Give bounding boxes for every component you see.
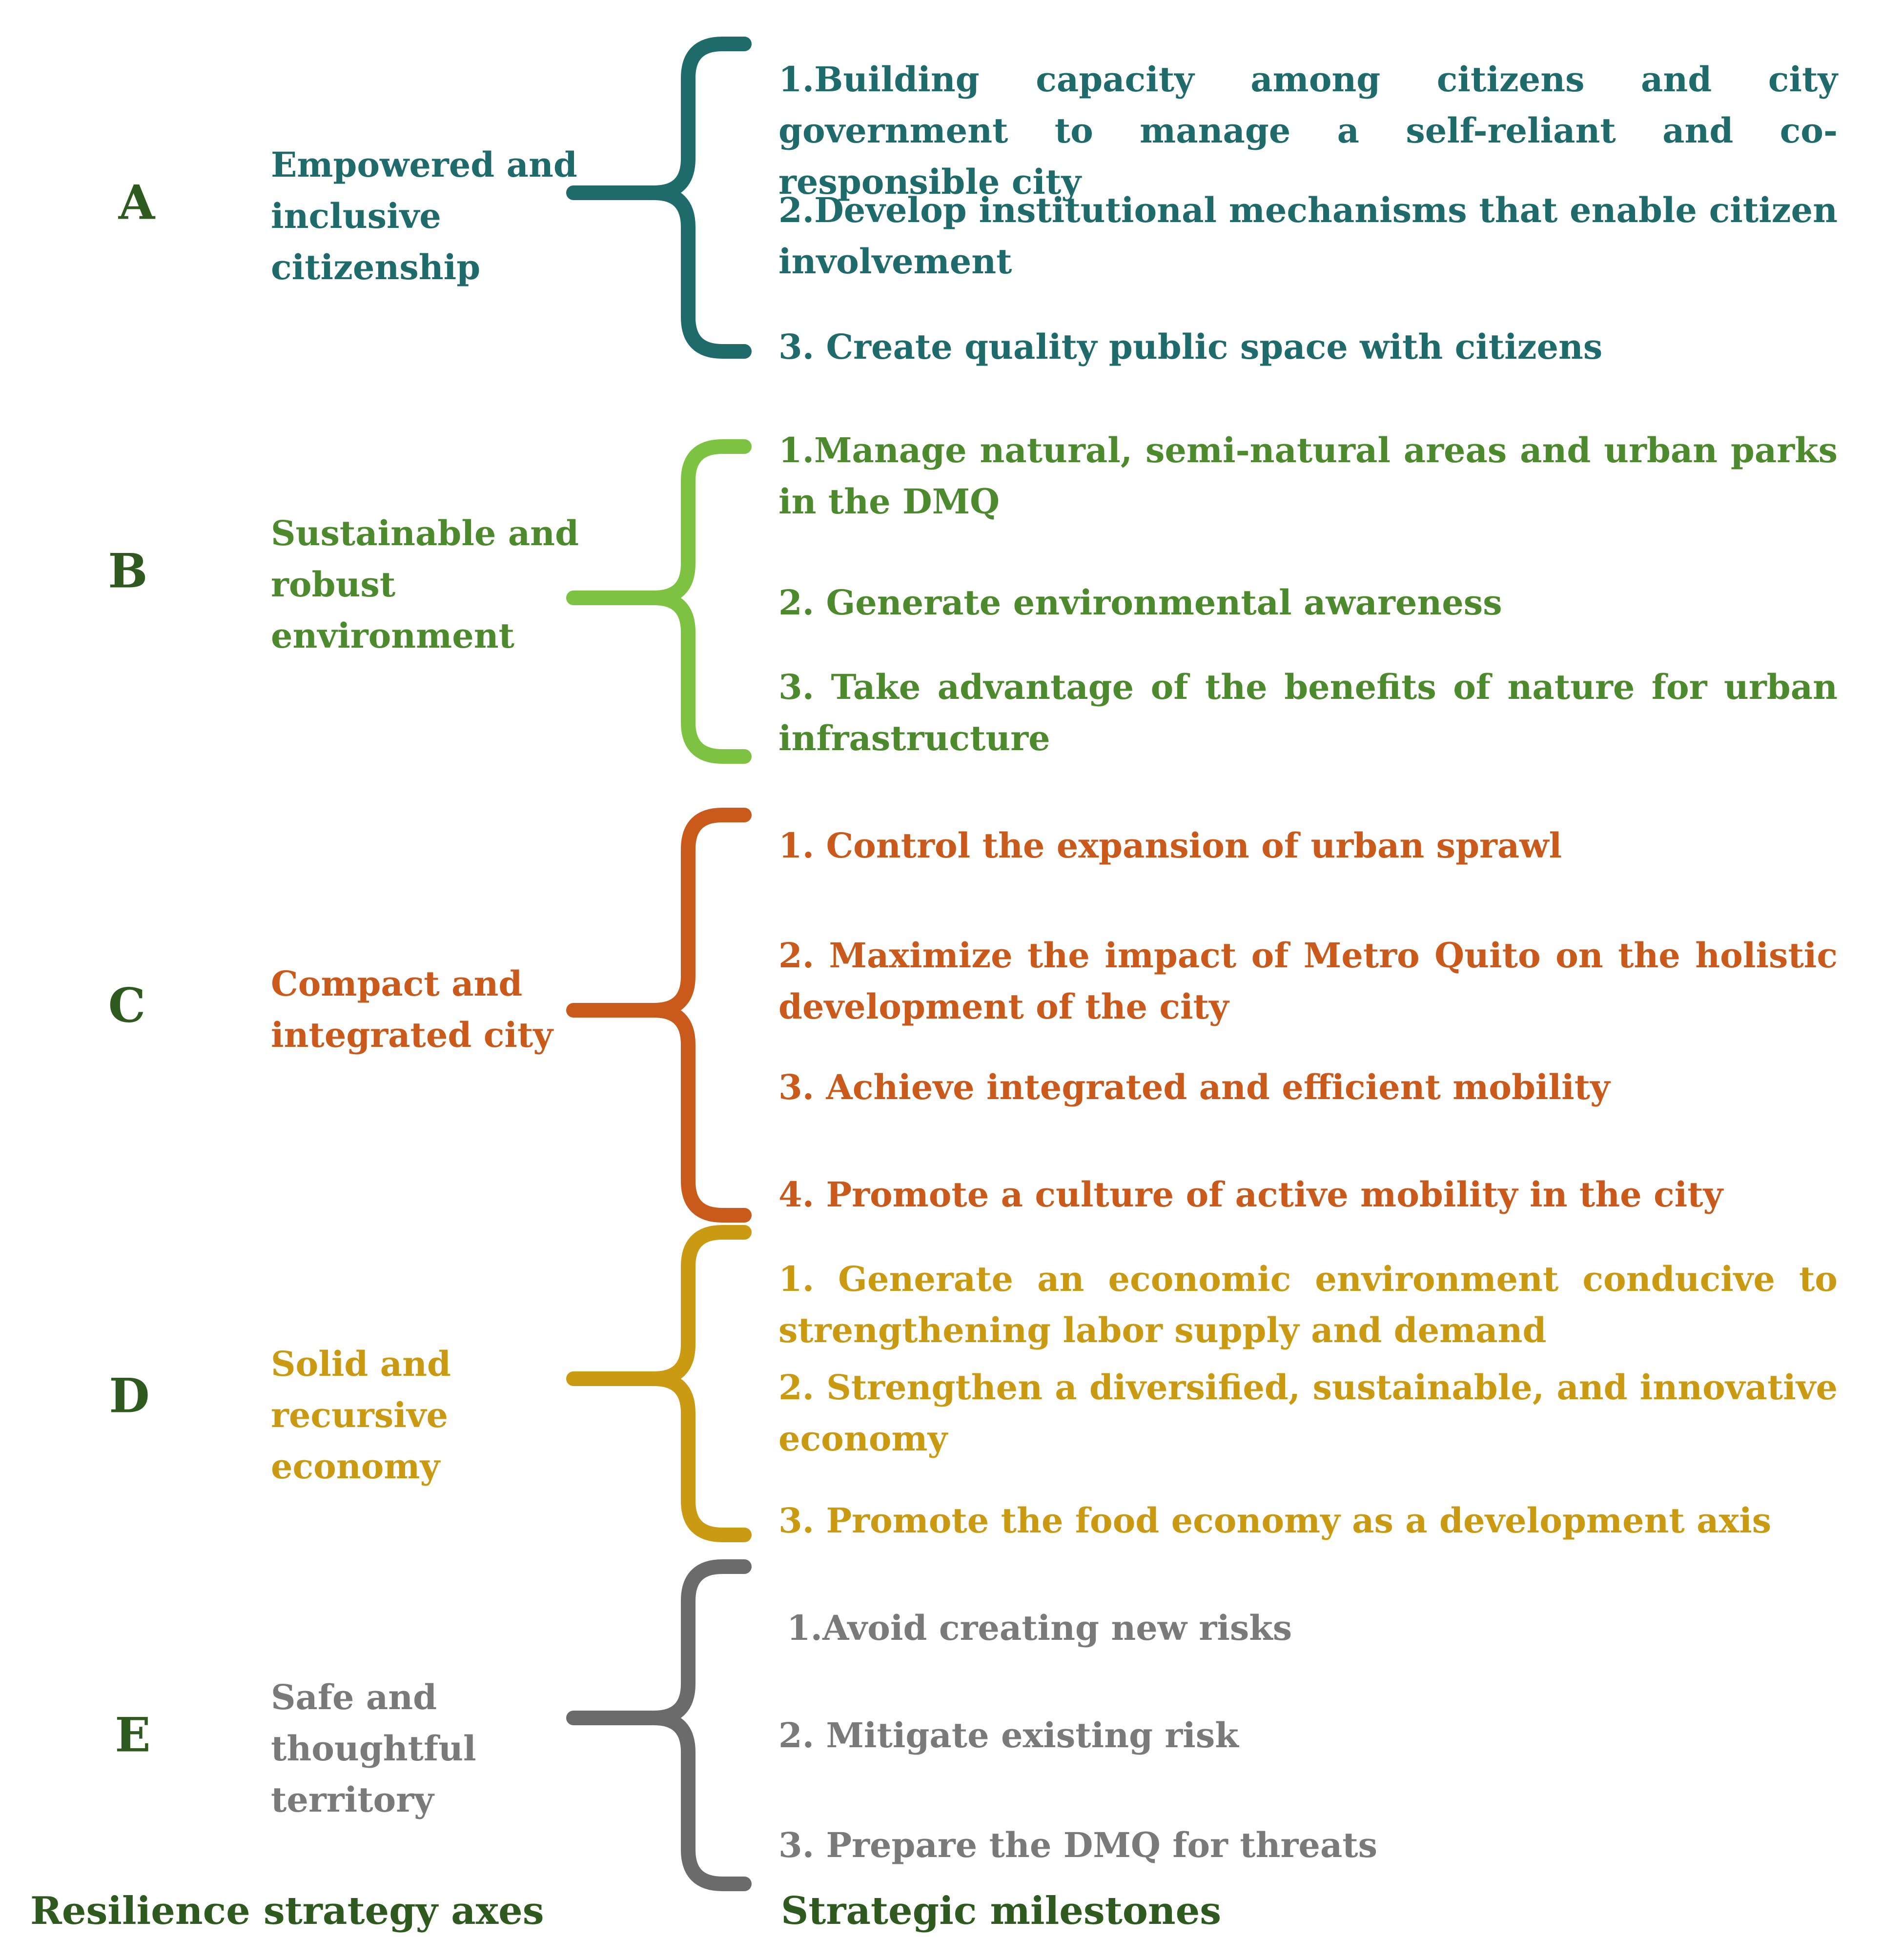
milestone-d-1: 1. Generate an economic environment cond… — [778, 1259, 1838, 1350]
axis-label-d: Solid and recursive economy — [271, 1344, 451, 1487]
milestone-b-2: 2. Generate environmental awareness — [778, 582, 1502, 623]
axis-label-b: Sustainable and robust environment — [271, 513, 579, 656]
axis-letter-c: C — [108, 978, 146, 1033]
footer-milestones-caption: Strategic milestones — [781, 1889, 1222, 1933]
brace-e — [566, 1559, 752, 1891]
milestone-c-4: 4. Promote a culture of active mobility … — [778, 1174, 1723, 1215]
milestone-e-3: 3. Prepare the DMQ for threats — [778, 1825, 1378, 1865]
axis-label-c: Compact and integrated city — [271, 963, 553, 1055]
milestone-d-3: 3. Promote the food economy as a develop… — [778, 1500, 1772, 1541]
milestone-c-2: 2. Maximize the impact of Metro Quito on… — [778, 935, 1838, 1027]
axis-label-e: Safe and thoughtful territory — [271, 1677, 476, 1820]
footer-axes-caption: Resilience strategy axes — [30, 1889, 544, 1933]
milestone-a-3: 3. Create quality public space with citi… — [778, 327, 1603, 367]
brace-c — [566, 808, 752, 1223]
axis-letter-d: D — [109, 1368, 150, 1424]
brace-b — [566, 439, 752, 764]
milestone-b-1: 1.Manage natural, semi-natural areas and… — [778, 430, 1838, 522]
axis-label-a: Empowered and inclusive citizenship — [271, 144, 577, 287]
milestone-a-2: 2.Develop institutional mechanisms that … — [778, 190, 1838, 282]
milestone-d-2: 2. Strengthen a diversified, sustainable… — [778, 1367, 1838, 1459]
axis-letter-b: B — [108, 543, 148, 599]
axis-letter-a: A — [118, 175, 155, 230]
milestone-c-3: 3. Achieve integrated and efficient mobi… — [778, 1067, 1610, 1107]
axis-letter-e: E — [115, 1707, 151, 1763]
milestone-a-1: 1.Building capacity among citizens and c… — [778, 59, 1838, 202]
milestone-b-3: 3. Take advantage of the benefits of nat… — [778, 667, 1838, 758]
brace-a — [566, 37, 752, 359]
milestone-e-1: 1.Avoid creating new risks — [787, 1608, 1292, 1648]
brace-d — [566, 1225, 752, 1542]
milestone-c-1: 1. Control the expansion of urban sprawl — [778, 825, 1562, 866]
milestone-e-2: 2. Mitigate existing risk — [778, 1715, 1239, 1756]
